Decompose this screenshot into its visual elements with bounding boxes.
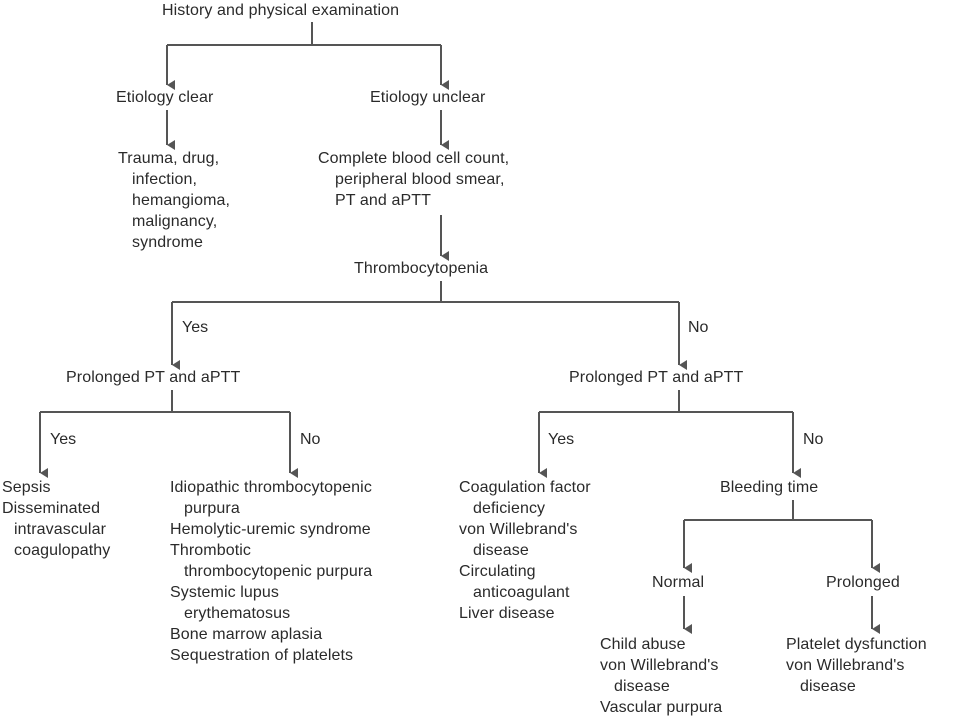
node-text: Platelet dysfunction xyxy=(786,636,927,653)
node-sepsis-dic: Sepsis Disseminated intravascular coagul… xyxy=(2,477,110,561)
node-text: Prolonged PT and aPTT xyxy=(66,369,241,386)
node-text: Bleeding time xyxy=(720,479,819,496)
edge-label-thrombo-no: No xyxy=(688,319,709,336)
node-text: Etiology unclear xyxy=(370,89,486,106)
node-text: coagulopathy xyxy=(14,542,111,559)
node-text: von Willebrand's xyxy=(459,521,578,538)
node-text: PT and aPTT xyxy=(335,192,431,209)
node-text: Complete blood cell count, xyxy=(318,150,510,167)
node-text: Coagulation factor xyxy=(459,479,591,496)
node-clear-causes: Trauma, drug, infection, hemangioma, mal… xyxy=(118,148,230,253)
node-text: Etiology clear xyxy=(116,89,214,106)
node-normal: Normal xyxy=(652,572,704,593)
edge-label-right-yes: Yes xyxy=(548,431,575,448)
node-text: disease xyxy=(614,678,670,695)
edge-label-right-no: No xyxy=(803,431,824,448)
node-text: Circulating xyxy=(459,563,536,580)
node-text: disease xyxy=(800,678,856,695)
node-bleeding-time: Bleeding time xyxy=(720,477,818,498)
node-text: malignancy, xyxy=(132,213,218,230)
node-text: Child abuse xyxy=(600,636,686,653)
node-text: Sepsis xyxy=(2,479,51,496)
node-text: Sequestration of platelets xyxy=(170,647,354,664)
node-text: Thrombotic xyxy=(170,542,252,559)
node-text: peripheral blood smear, xyxy=(335,171,505,188)
node-history: History and physical examination xyxy=(162,0,399,21)
node-text: History and physical examination xyxy=(162,2,400,19)
node-text: Thrombocytopenia xyxy=(354,260,489,277)
node-labs: Complete blood cell count, peripheral bl… xyxy=(318,148,509,211)
node-text: Prolonged xyxy=(826,574,900,591)
node-prolonged-left: Prolonged PT and aPTT xyxy=(66,367,240,388)
node-etiology-clear: Etiology clear xyxy=(116,87,213,108)
node-text: Idiopathic thrombocytopenic xyxy=(170,479,372,496)
node-thrombocytopenia: Thrombocytopenia xyxy=(354,258,488,279)
node-text: anticoagulant xyxy=(473,584,570,601)
node-text: Normal xyxy=(652,574,705,591)
node-text: disease xyxy=(473,542,529,559)
node-itp-list: Idiopathic thrombocytopenic purpura Hemo… xyxy=(170,477,372,666)
node-text: syndrome xyxy=(132,234,204,251)
node-text: Bone marrow aplasia xyxy=(170,626,323,643)
node-text: Vascular purpura xyxy=(600,699,723,716)
node-prolonged-right: Prolonged PT and aPTT xyxy=(569,367,743,388)
edge-label-thrombo-yes: Yes xyxy=(182,319,209,336)
node-text: infection, xyxy=(132,171,198,188)
node-text: Liver disease xyxy=(459,605,555,622)
node-prolonged-bt: Prolonged xyxy=(826,572,900,593)
node-text: hemangioma, xyxy=(132,192,231,209)
node-coag-list: Coagulation factor deficiency von Willeb… xyxy=(459,477,591,624)
node-text: Systemic lupus xyxy=(170,584,279,601)
node-prolonged-list: Platelet dysfunction von Willebrand's di… xyxy=(786,634,927,697)
node-text: von Willebrand's xyxy=(600,657,719,674)
node-text: Hemolytic-uremic syndrome xyxy=(170,521,371,538)
edge-label-left-yes: Yes xyxy=(50,431,77,448)
node-text: thrombocytopenic purpura xyxy=(184,563,373,580)
node-text: erythematosus xyxy=(184,605,291,622)
node-normal-list: Child abuse von Willebrand's disease Vas… xyxy=(600,634,722,718)
node-etiology-unclear: Etiology unclear xyxy=(370,87,485,108)
node-text: von Willebrand's xyxy=(786,657,905,674)
node-text: deficiency xyxy=(473,500,546,517)
edge-label-left-no: No xyxy=(300,431,321,448)
node-text: intravascular xyxy=(14,521,107,538)
node-text: Trauma, drug, xyxy=(118,150,220,167)
node-text: Disseminated xyxy=(2,500,101,517)
node-text: Prolonged PT and aPTT xyxy=(569,369,744,386)
node-text: purpura xyxy=(184,500,240,517)
